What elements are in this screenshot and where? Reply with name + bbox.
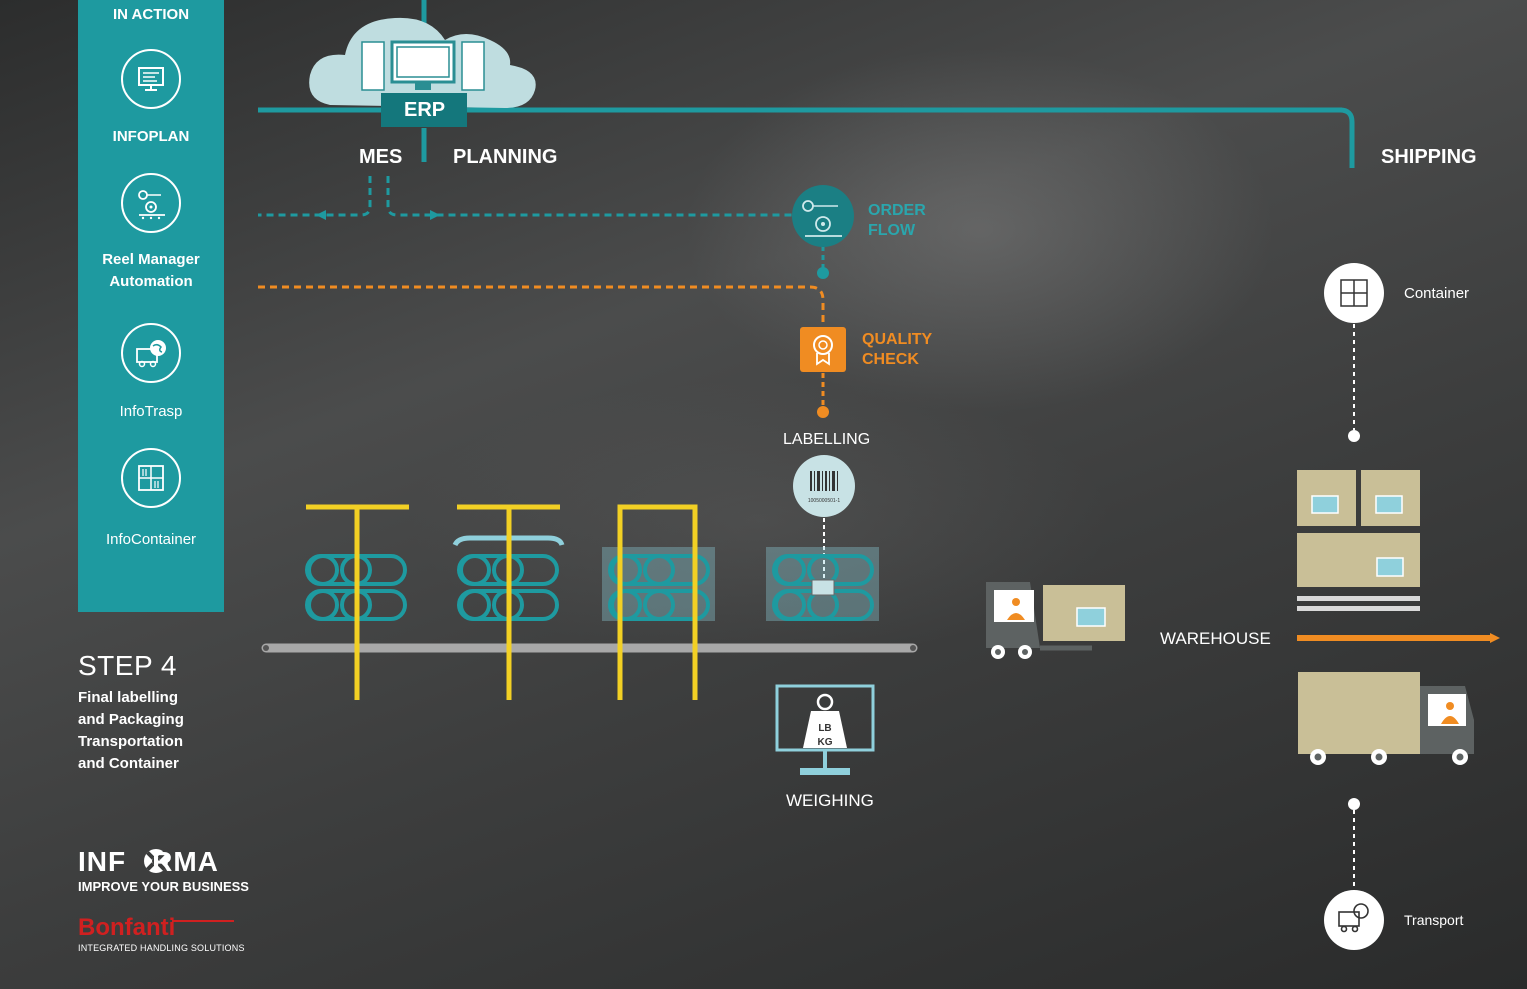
reel-icon[interactable] <box>121 173 181 233</box>
sidebar-item-infocontainer[interactable]: InfoContainer <box>105 531 197 548</box>
mes-flow-line <box>258 176 372 217</box>
weighing-monitor-icon <box>775 684 875 775</box>
forklift-icon <box>986 582 1125 659</box>
reel-label <box>811 579 835 596</box>
crane-1 <box>306 504 409 700</box>
order-flow-label: ORDER FLOW <box>868 201 926 241</box>
informa-logo: INF RMA <box>78 846 219 878</box>
sidebar-item-infotrasp[interactable]: InfoTrasp <box>119 403 183 420</box>
container-label: Container <box>1404 285 1470 302</box>
barcode-icon <box>793 455 855 517</box>
sidebar-header: IN ACTION <box>112 6 190 23</box>
shipping-label: SHIPPING <box>1381 146 1477 168</box>
bonfanti-logo: Bonfanti <box>78 914 176 941</box>
sidebar-item-reel-manager[interactable]: Reel Manager Automation <box>78 249 224 293</box>
scale-unit-kg: KG <box>818 737 833 748</box>
container-icon[interactable] <box>121 448 181 508</box>
order-flow-line2: FLOW <box>868 222 916 239</box>
sidebar-item-reel-manager-line2: Automation <box>109 273 193 290</box>
reel-stack-3 <box>608 554 710 621</box>
monitor-icon[interactable] <box>121 49 181 109</box>
planning-label: PLANNING <box>453 146 558 168</box>
step-title: STEP 4 <box>78 650 177 681</box>
barcode-number: 1005000501-1 <box>808 498 840 504</box>
quality-check-line2: CHECK <box>862 351 919 368</box>
warehouse-boxes <box>1297 470 1420 611</box>
labelling-label: LABELLING <box>783 431 871 448</box>
warehouse-label: WAREHOUSE <box>1160 629 1271 648</box>
step-line-3: Transportation <box>78 733 184 750</box>
sidebar: IN ACTION INFOPLAN Reel Manager Automati… <box>78 0 224 612</box>
sidebar-item-infoplan[interactable]: INFOPLAN <box>112 128 190 145</box>
mes-label: MES <box>359 146 403 168</box>
planning-flow-line <box>386 176 800 217</box>
order-flow-icon <box>792 185 854 247</box>
cloud-icon <box>309 17 536 127</box>
quality-check-label: QUALITY CHECK <box>862 330 932 370</box>
brand-name-a: INF <box>78 846 127 877</box>
transport-label: Transport <box>1404 912 1464 928</box>
sidebar-item-reel-manager-line1: Reel Manager <box>102 251 200 268</box>
quality-check-line1: QUALITY <box>862 331 933 348</box>
crane-2 <box>457 504 560 700</box>
truck-icon <box>1298 672 1474 765</box>
quality-flow-line <box>258 285 825 326</box>
weighing-label: WEIGHING <box>786 791 874 810</box>
step-line-4: and Container <box>78 755 179 772</box>
crane-3 <box>617 504 698 700</box>
erp-box <box>381 93 467 127</box>
brand-name-b: RMA <box>152 846 219 877</box>
scale-unit-lb: LB <box>818 723 831 734</box>
shipping-line <box>1339 107 1355 168</box>
truck-globe-icon[interactable] <box>121 323 181 383</box>
step-description: Final labelling and Packaging Transporta… <box>78 687 248 775</box>
transport-circle-icon <box>1324 890 1384 950</box>
step-line-1: Final labelling <box>78 689 179 706</box>
informa-logo-icon <box>144 849 168 873</box>
erp-label: ERP <box>404 99 446 121</box>
brand-tagline: IMPROVE YOUR BUSINESS <box>78 879 249 894</box>
bonfanti-tagline: INTEGRATED HANDLING SOLUTIONS <box>78 943 245 953</box>
step-line-2: and Packaging <box>78 711 184 728</box>
order-flow-line1: ORDER <box>868 202 926 219</box>
